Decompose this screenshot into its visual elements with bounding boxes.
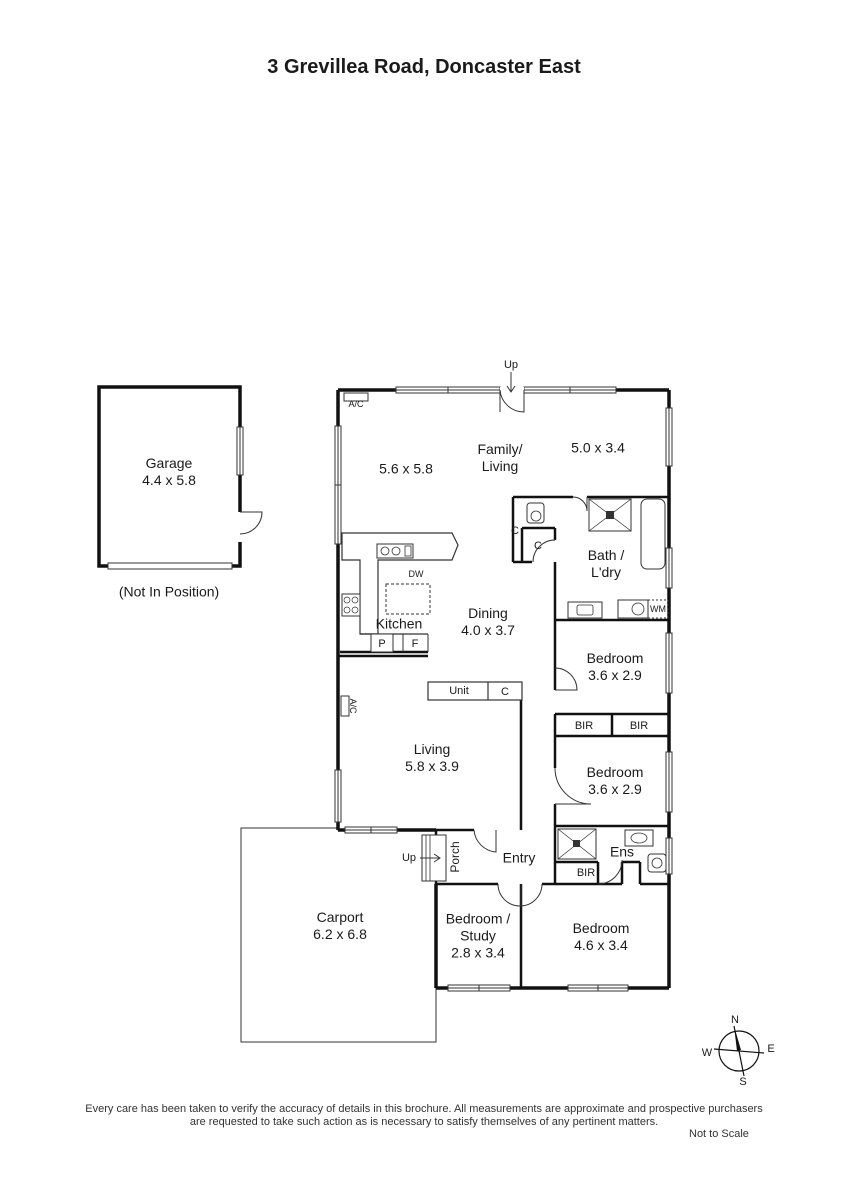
up-label-porch: Up bbox=[401, 852, 417, 864]
carport-size: 6.2 x 6.8 bbox=[313, 926, 367, 942]
c-label-1: C bbox=[511, 525, 519, 537]
garage-label: Garage 4.4 x 5.8 bbox=[142, 455, 196, 489]
bir-label-3: BIR bbox=[576, 867, 596, 879]
family-size-right: 5.0 x 3.4 bbox=[571, 439, 625, 456]
disclaimer-line-2: are requested to take such action as is … bbox=[189, 1116, 659, 1128]
dining-size: 4.0 x 3.7 bbox=[461, 622, 515, 638]
porch-name: Porch bbox=[448, 841, 462, 873]
kitchen-bench bbox=[341, 532, 459, 635]
compass-s: S bbox=[739, 1076, 747, 1088]
bath-ldry-name: Bath / L'dry bbox=[587, 547, 625, 580]
garage-door-opening bbox=[238, 512, 243, 542]
bedroom-3-size: 4.6 x 3.4 bbox=[574, 937, 628, 953]
scale-note: Not to Scale bbox=[689, 1128, 749, 1140]
ac-label-top: A/C bbox=[348, 399, 364, 409]
unit-label: Unit bbox=[449, 685, 469, 697]
pantry-label: P bbox=[378, 638, 386, 650]
bedroom-3-name: Bedroom bbox=[572, 920, 630, 936]
bedroom-2-name: Bedroom bbox=[586, 764, 644, 780]
ens-name: Ens bbox=[609, 843, 635, 860]
dw-label: DW bbox=[408, 569, 424, 579]
bedroom-2-size: 3.6 x 2.9 bbox=[588, 781, 642, 797]
washing-machine bbox=[647, 599, 669, 619]
carport-name: Carport bbox=[316, 909, 364, 925]
living-size: 5.8 x 3.9 bbox=[405, 758, 459, 774]
kitchen-island bbox=[385, 583, 431, 615]
dining-label: Dining 4.0 x 3.7 bbox=[461, 605, 515, 639]
compass-e: E bbox=[767, 1043, 775, 1055]
ac-unit-side bbox=[340, 695, 350, 717]
shower-ens bbox=[557, 828, 597, 860]
shower-bath bbox=[588, 498, 632, 532]
garage-roller-door bbox=[107, 562, 233, 570]
bedroom-study-label: Bedroom / Study 2.8 x 3.4 bbox=[446, 911, 511, 962]
unit-cabinet bbox=[427, 681, 523, 701]
fridge-label: F bbox=[411, 638, 419, 650]
laundry-trough bbox=[617, 599, 649, 619]
kitchen-name: Kitchen bbox=[375, 615, 423, 632]
carport-label: Carport 6.2 x 6.8 bbox=[313, 909, 367, 943]
vanity-ens bbox=[624, 829, 654, 847]
garage-door-swing bbox=[239, 511, 263, 535]
vanity-bath bbox=[567, 601, 603, 619]
bedroom-1-label: Bedroom 3.6 x 2.9 bbox=[587, 650, 644, 684]
living-name: Living bbox=[413, 741, 451, 757]
entry-name: Entry bbox=[502, 849, 536, 866]
up-label-top: Up bbox=[503, 359, 519, 371]
window-glazing bbox=[335, 387, 670, 991]
bir-label-2: BIR bbox=[629, 720, 649, 732]
ac-label-side: A/C bbox=[348, 698, 358, 714]
garage-note: (Not In Position) bbox=[118, 583, 220, 600]
living-label: Living 5.8 x 3.9 bbox=[405, 741, 459, 775]
toilet-bath bbox=[526, 502, 545, 524]
bedroom-2-label: Bedroom 3.6 x 2.9 bbox=[587, 764, 644, 798]
toilet-ens bbox=[647, 853, 667, 873]
compass-w: W bbox=[701, 1047, 713, 1059]
up-arrow-porch bbox=[420, 853, 441, 863]
c-label-2: C bbox=[534, 540, 542, 552]
bedroom-3-label: Bedroom 4.6 x 3.4 bbox=[573, 920, 630, 954]
pantry-box bbox=[370, 633, 394, 653]
dining-name: Dining bbox=[468, 605, 508, 621]
up-arrow-top bbox=[506, 372, 516, 393]
ac-unit-top bbox=[343, 392, 369, 402]
bedroom-1-name: Bedroom bbox=[586, 650, 644, 666]
c-label-3: C bbox=[501, 686, 509, 698]
bathtub bbox=[640, 498, 666, 570]
family-size-left: 5.6 x 5.8 bbox=[379, 460, 433, 477]
rear-door-swing bbox=[499, 389, 525, 413]
wm-label: WM bbox=[650, 604, 666, 614]
family-living-name: Family/ Living bbox=[477, 441, 523, 474]
plan-title: 3 Grevillea Road, Doncaster East bbox=[267, 56, 581, 78]
bir-label-1: BIR bbox=[574, 720, 594, 732]
garage-size: 4.4 x 5.8 bbox=[142, 472, 196, 488]
bedroom-study-name: Bedroom / Study bbox=[445, 910, 511, 944]
bedroom-study-size: 2.8 x 3.4 bbox=[451, 944, 505, 961]
compass-n: N bbox=[731, 1014, 739, 1026]
kitchen-sink bbox=[376, 543, 414, 559]
disclaimer: Every care has been taken to verify the … bbox=[0, 1103, 848, 1129]
compass bbox=[713, 1025, 765, 1077]
garage-name: Garage bbox=[145, 455, 193, 471]
door-swings bbox=[473, 496, 623, 907]
disclaimer-line-1: Every care has been taken to verify the … bbox=[85, 1103, 763, 1115]
bedroom-1-size: 3.6 x 2.9 bbox=[588, 667, 642, 683]
cooktop bbox=[341, 593, 361, 617]
